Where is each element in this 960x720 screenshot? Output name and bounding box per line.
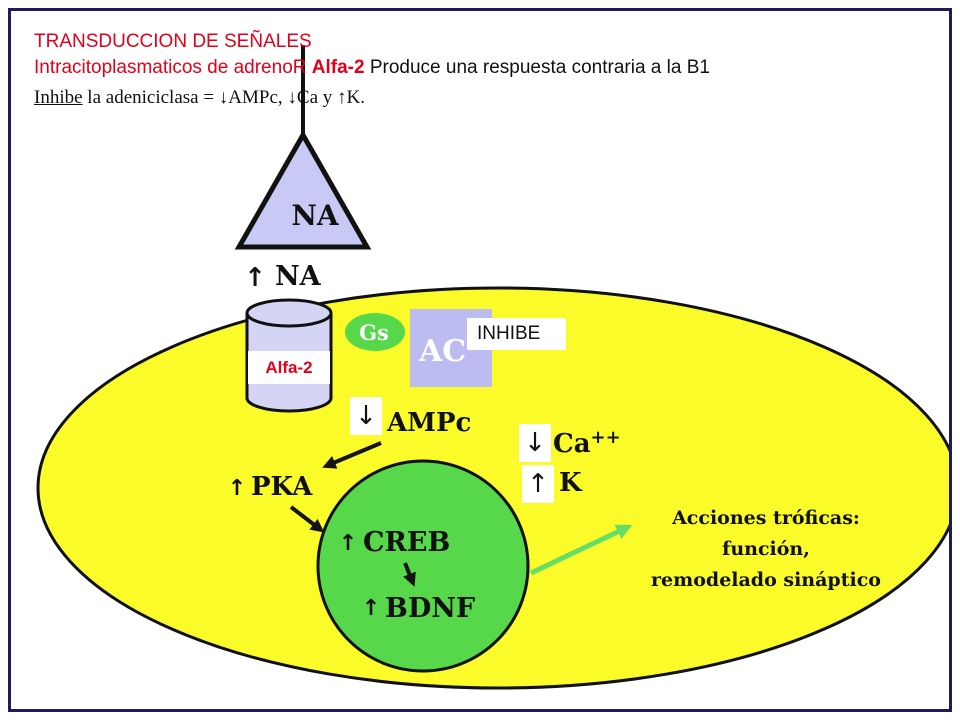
creb-to-bdnf-arrow [403,562,416,587]
alfa2-overlay-label: Alfa-2 [248,351,330,384]
receptor-top [245,298,333,328]
bdnf-arrow: ↑ [362,596,380,621]
creb-label: CREB [363,527,450,558]
gs-label: Gs [359,320,389,345]
actions-line-3: remodelado sináptico [651,569,881,591]
k-up-arrow: ↑ [522,465,554,503]
na-release-arrow: ↑ [244,263,266,293]
pka-to-creb-arrow [289,505,325,533]
slide-title: TRANSDUCCION DE SEÑALES [34,31,312,52]
creb-arrow: ↑ [339,531,357,556]
ampc-label: AMPc [386,408,471,438]
inhibition-summary: Inhibe la adeniciclasa = ↓AMPc, ↓Ca y ↑K… [34,86,365,110]
gs-protein [345,313,405,351]
ampc-to-pka-arrow [322,441,382,469]
inhibe-overlay-label: INHIBE [467,318,566,350]
slide-subtitle: Intracitoplasmaticos de adrenoR Alfa-2 P… [34,56,710,80]
inhibition-detail: la adeniciclasa = ↓AMPc, ↓Ca y ↑K. [82,87,365,108]
ac-label: AC [418,334,466,369]
neuron-label: NA [291,199,340,232]
ampc-down-arrow: ↓ [350,397,382,435]
subtitle-red-part: Intracitoplasmaticos de adrenoR [34,57,312,78]
slide-frame: NA ↑ NA Gs AC AMPc Ca++ K ↑ PKA ↑ CREB ↑… [8,8,952,712]
ca-down-arrow: ↓ [519,424,551,462]
trophic-action-arrow [529,524,633,576]
pka-arrow: ↑ [228,476,246,501]
nucleus-circle [316,459,530,673]
na-release-label: NA [275,261,322,292]
pka-label: PKA [251,472,313,502]
neuron-triangle [234,129,372,250]
subtitle-receptor-name: Alfa-2 [311,57,365,78]
actions-line-1: Acciones tróficas: [671,507,860,529]
signal-transduction-diagram: NA ↑ NA Gs AC AMPc Ca++ K ↑ PKA ↑ CREB ↑… [36,45,949,690]
k-label: K [559,468,583,498]
inhibe-word: Inhibe [34,87,83,108]
actions-line-2: función, [722,538,810,560]
subtitle-description: Produce una respuesta contraria a la B1 [364,57,710,78]
ca-label: Ca++ [553,427,621,459]
bdnf-label: BDNF [385,593,475,624]
